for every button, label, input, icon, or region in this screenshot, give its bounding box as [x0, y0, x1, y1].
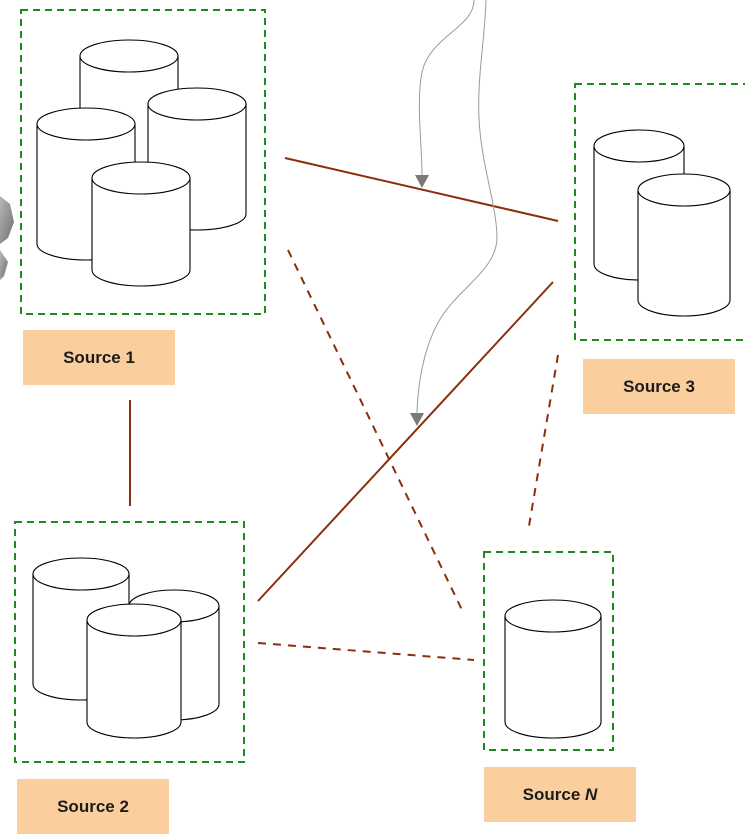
source-n-db-cylinder-icon — [504, 599, 602, 739]
query-arrows — [410, 0, 498, 426]
link-source1-sourceN — [287, 249, 464, 613]
link-source1-source3 — [284, 157, 559, 222]
source-n-label: Source N — [484, 767, 636, 822]
cylinder-top — [36, 107, 136, 141]
query-curve-upper — [418, 0, 475, 177]
link-source3-sourceN — [528, 354, 559, 527]
cylinder-top — [79, 39, 179, 73]
connections — [129, 157, 559, 661]
cylinder-top — [504, 599, 602, 633]
source-3-label: Source 3 — [583, 359, 735, 414]
cylinder-body — [637, 189, 731, 317]
source-1-db-cylinder-icon — [91, 161, 191, 287]
source-2-label: Source 2 — [17, 779, 169, 834]
source-n-frame — [483, 551, 614, 751]
arrowhead-lower-icon — [410, 413, 424, 426]
source-2-db-cylinder-icon — [86, 603, 182, 739]
cylinder-top — [593, 129, 685, 163]
cylinder-top — [32, 557, 130, 591]
cylinder-top — [86, 603, 182, 637]
source-2-frame — [14, 521, 245, 763]
source-3-db-cylinder-icon — [637, 173, 731, 317]
arrowhead-upper-icon — [415, 175, 429, 188]
link-source2-sourceN — [257, 642, 475, 661]
cylinder-body — [91, 177, 191, 287]
query-curve-lower — [416, 0, 498, 415]
source-n-label-prefix: Source — [522, 784, 586, 804]
link-source2-source3 — [257, 281, 554, 602]
source-1-label: Source 1 — [23, 330, 175, 385]
cylinder-body — [504, 615, 602, 739]
source-1-db-cylinder-icon — [147, 87, 247, 231]
source-1-frame — [20, 9, 266, 315]
source-n-label-variable: N — [585, 784, 598, 804]
cylinder-body — [86, 619, 182, 739]
partial-cloud-shape — [0, 196, 14, 280]
cylinder-top — [147, 87, 247, 121]
cylinder-top — [91, 161, 191, 195]
database-cylinders — [32, 39, 731, 739]
cylinder-top — [637, 173, 731, 207]
source-3-frame — [574, 83, 745, 341]
